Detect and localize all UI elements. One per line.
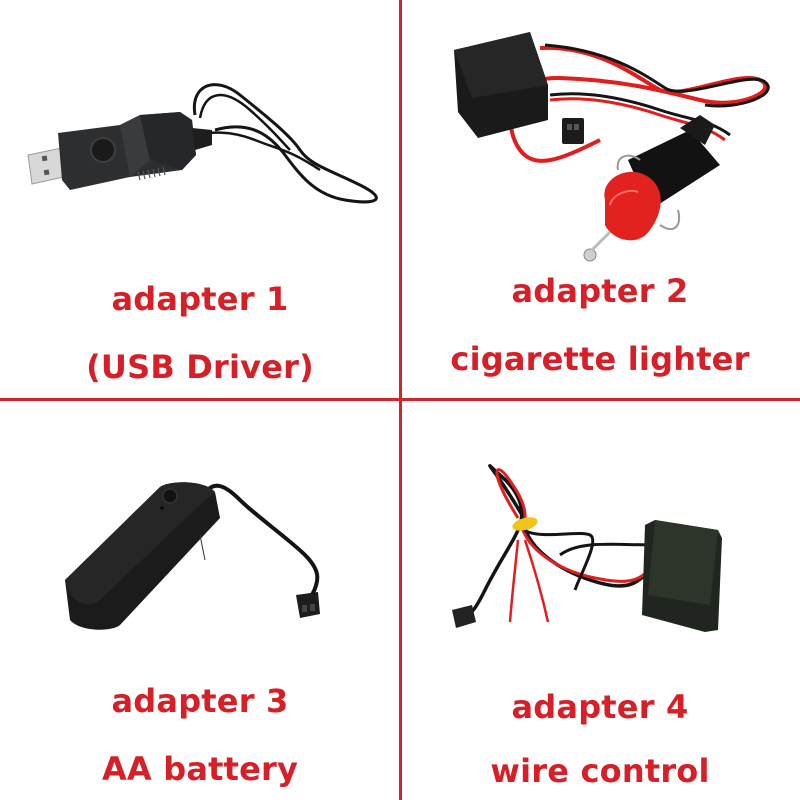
usb-driver-adapter-photo [27, 83, 378, 204]
adapter-2-subtitle: cigarette lighter [450, 340, 750, 378]
aa-battery-box-adapter-photo [65, 482, 320, 630]
cigarette-lighter-adapter-photo [454, 32, 770, 262]
panel-adapter-2: adapter 2 cigarette lighter [400, 0, 800, 400]
adapter-4-title: adapter 4 [511, 688, 689, 726]
adapter-3-subtitle: AA battery [101, 750, 299, 788]
panel-adapter-1: adapter 1 (USB Driver) [0, 0, 400, 400]
panel-adapter-3: adapter 3 AA battery [0, 400, 400, 800]
adapter-1-title: adapter 1 [111, 280, 289, 318]
wire-control-inverter-photo [452, 464, 722, 632]
adapter-4-subtitle: wire control [490, 752, 710, 790]
horizontal-divider [0, 398, 800, 401]
adapter-2-title: adapter 2 [511, 272, 689, 310]
panel-adapter-4: adapter 4 wire control [400, 400, 800, 800]
adapter-1-subtitle: (USB Driver) [86, 348, 314, 386]
adapter-3-title: adapter 3 [111, 682, 289, 720]
